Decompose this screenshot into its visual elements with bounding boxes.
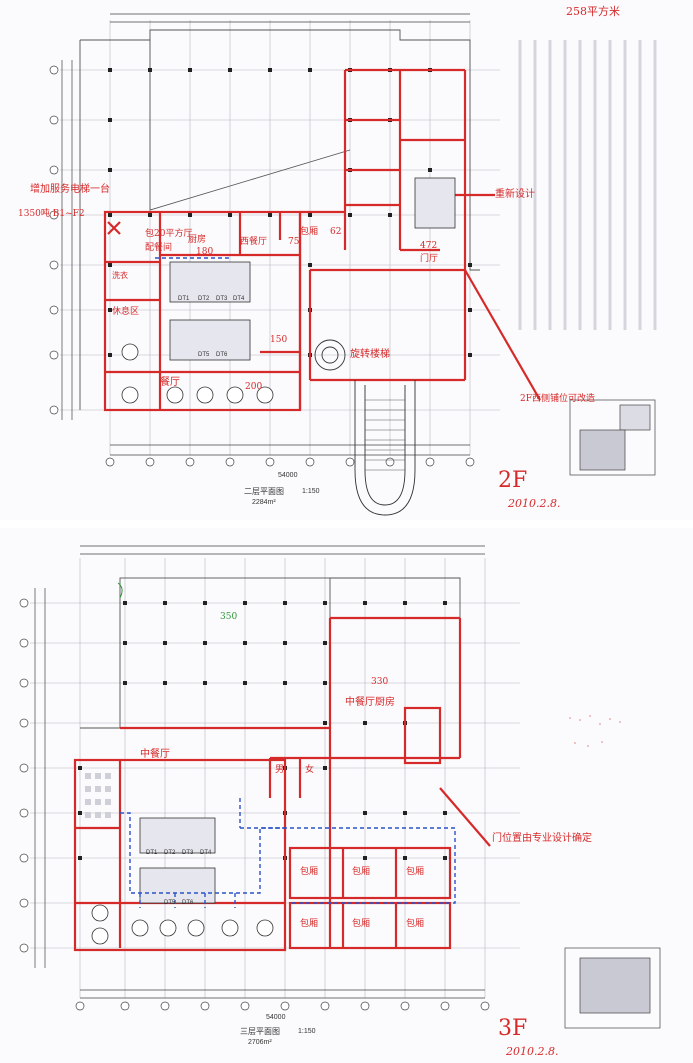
area-note: 258平方米 xyxy=(566,5,620,18)
elevator-code: DT1 xyxy=(146,850,158,856)
elevator-code: DT6 xyxy=(182,900,194,906)
plan-title: 二层平面图 xyxy=(244,487,284,496)
room-label: 门厅 xyxy=(420,254,439,264)
private-room-label: 包厢 xyxy=(300,919,319,929)
room-label: 配餐间 xyxy=(145,243,173,253)
room-label: 女 xyxy=(305,765,315,775)
sheet-separator xyxy=(0,520,693,528)
plan-scale: 1:150 xyxy=(302,488,320,495)
room-label: 包厢 xyxy=(300,227,319,237)
room-label: 洗衣 xyxy=(112,271,128,280)
room-number: 472 xyxy=(420,241,438,251)
room-label: 休息区 xyxy=(112,307,140,317)
room-number: 75 xyxy=(288,237,300,247)
private-room-label: 包厢 xyxy=(300,867,319,877)
floor-plan-2f-sheet: 258平方米 增加服务电梯一台 1350吨 B1~F2 包20平方厅 配餐间 厨… xyxy=(0,0,693,520)
floor-mark-2f: 2F xyxy=(498,468,528,493)
elevator-code: DT3 xyxy=(216,296,228,302)
elevator-capacity-note: 1350吨 B1~F2 xyxy=(18,209,85,219)
elevator-code: DT3 xyxy=(182,850,194,856)
room-label: 厨房 xyxy=(188,235,207,245)
area-note-green: 350 xyxy=(220,612,238,622)
elevator-code: DT6 xyxy=(216,352,228,358)
private-room-label: 包厢 xyxy=(406,867,425,877)
private-room-label: 包厢 xyxy=(406,919,425,929)
room-number: 330 xyxy=(371,677,389,687)
red-markup-walls-2f xyxy=(103,68,541,412)
elevator-code: DT4 xyxy=(200,850,212,856)
plan-area: 2284m² xyxy=(252,499,276,506)
elevator-code: DT2 xyxy=(164,850,176,856)
key-plan-3f xyxy=(564,947,661,1029)
elevator-code: DT4 xyxy=(233,296,245,302)
room-label: 中餐厅 xyxy=(140,749,170,760)
red-markup-walls-3f xyxy=(73,616,491,952)
blue-circulation-3f xyxy=(120,798,456,908)
key-plan-2f xyxy=(569,399,656,476)
room-number: 62 xyxy=(330,227,342,237)
room-number: 150 xyxy=(270,335,288,345)
private-room-label: 包厢 xyxy=(352,919,371,929)
room-label: 中餐厅厨房 xyxy=(345,697,395,708)
floor-mark-3f: 3F xyxy=(498,1016,528,1041)
elevator-code: DT5 xyxy=(164,900,176,906)
spiral-stair-note: 旋转楼梯 xyxy=(350,349,390,360)
room-label: 包20平方厅 xyxy=(145,229,193,239)
floor-plan-2f-drawing xyxy=(49,13,657,516)
room-label: 西餐厅 xyxy=(240,237,268,247)
elevator-note: 增加服务电梯一台 xyxy=(30,184,110,195)
room-label: 男 xyxy=(275,765,285,775)
plan-area: 2706m² xyxy=(248,1039,272,1046)
overall-dimension: 54000 xyxy=(266,1014,286,1021)
plan-title: 三层平面图 xyxy=(240,1027,280,1036)
floor-plan-3f-drawing xyxy=(19,545,661,1029)
west-shop-note: 2F西侧铺位可改造 xyxy=(520,394,595,404)
door-position-note: 门位置由专业设计确定 xyxy=(492,833,592,844)
private-room-label: 包厢 xyxy=(352,867,371,877)
redesign-note: 重新设计 xyxy=(495,189,535,200)
markup-date: 2010.2.8. xyxy=(506,1045,559,1058)
floor-plan-3f-sheet: 350 中餐厅 中餐厅厨房 330 男 女 包厢 包厢 包厢 包厢 包厢 包厢 … xyxy=(0,528,693,1063)
elevator-code: DT1 xyxy=(178,296,190,302)
room-number: 180 xyxy=(196,247,214,257)
elevator-code: DT2 xyxy=(198,296,210,302)
room-label: 餐厅 xyxy=(160,377,180,388)
overall-dimension: 54000 xyxy=(278,472,298,479)
plan-scale: 1:150 xyxy=(298,1028,316,1035)
markup-date: 2010.2.8. xyxy=(508,497,561,510)
elevator-code: DT5 xyxy=(198,352,210,358)
room-number: 200 xyxy=(245,382,263,392)
